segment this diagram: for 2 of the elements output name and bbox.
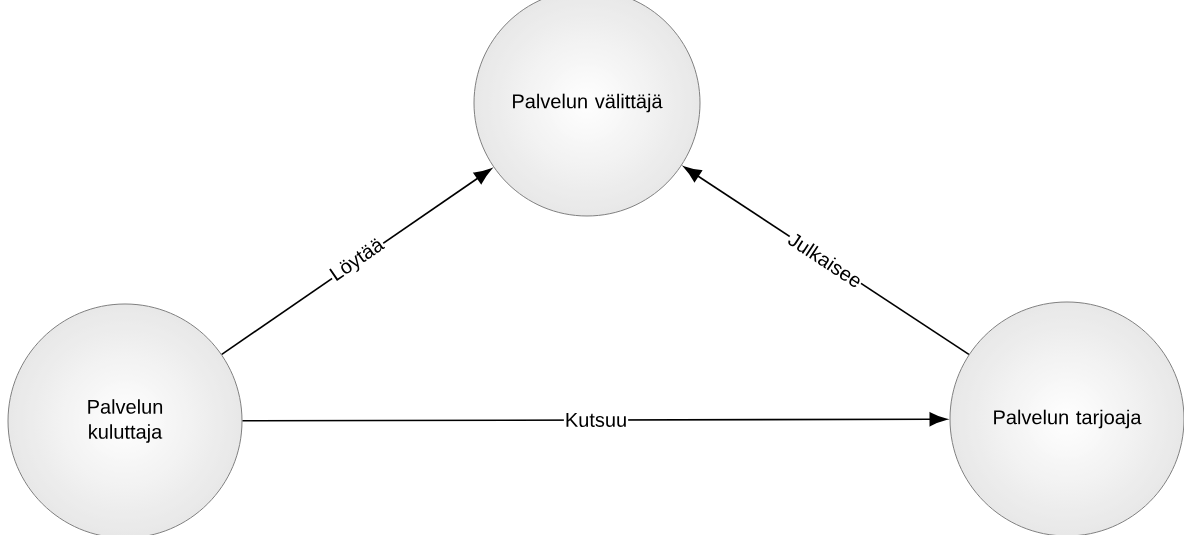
arrow xyxy=(241,412,947,427)
edge-label: Kutsuu xyxy=(566,413,626,427)
